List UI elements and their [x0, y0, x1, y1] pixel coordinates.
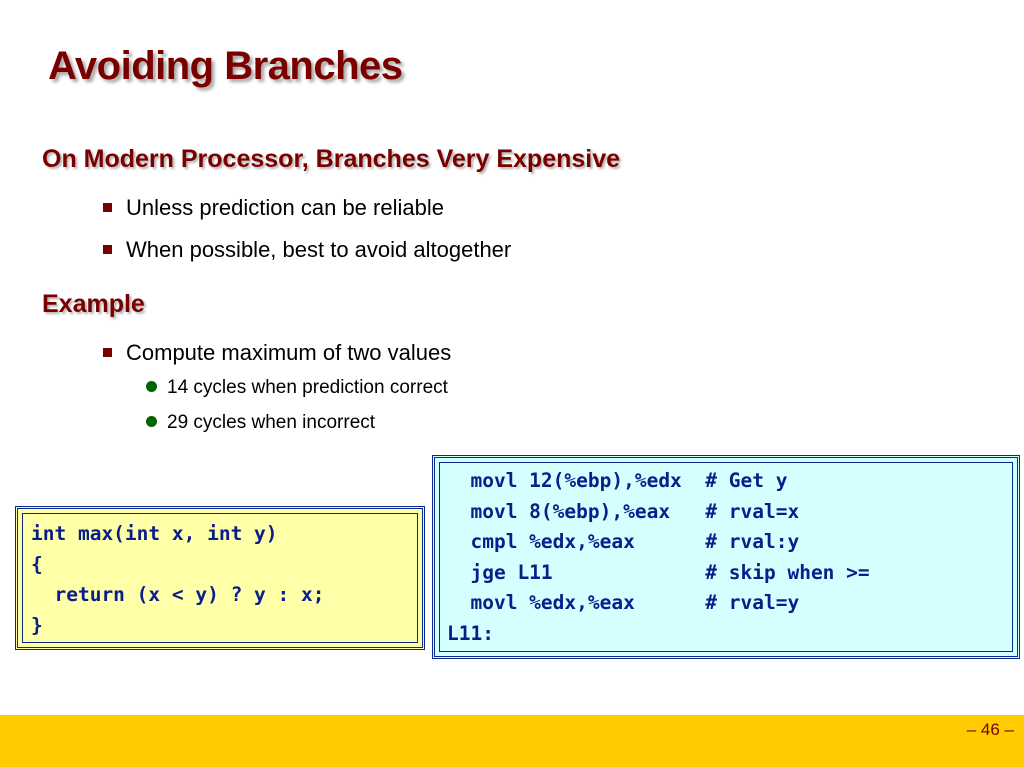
assembly-code: movl 12(%ebp),%edx # Get y movl 8(%ebp),…	[447, 469, 870, 645]
bullet-item: When possible, best to avoid altogether	[103, 237, 511, 263]
sub-bullet-text: 14 cycles when prediction correct	[167, 377, 448, 398]
bullet-item: Compute maximum of two values	[103, 340, 451, 366]
bullet-item: Unless prediction can be reliable	[103, 195, 444, 221]
square-bullet-icon	[103, 245, 112, 254]
section-heading-example: Example	[42, 290, 145, 318]
circle-bullet-icon	[146, 381, 157, 392]
section-heading-processor: On Modern Processor, Branches Very Expen…	[42, 145, 621, 173]
page-number: – 46 –	[966, 720, 1014, 739]
slide-title: Avoiding Branches	[48, 44, 403, 88]
square-bullet-icon	[103, 203, 112, 212]
c-code: int max(int x, int y) { return (x < y) ?…	[31, 522, 325, 637]
bullet-text: Unless prediction can be reliable	[126, 195, 444, 220]
sub-bullet-item: 14 cycles when prediction correct	[146, 377, 448, 399]
sub-bullet-text: 29 cycles when incorrect	[167, 412, 376, 433]
bullet-text: When possible, best to avoid altogether	[126, 237, 512, 262]
sub-bullet-item: 29 cycles when incorrect	[146, 412, 375, 434]
square-bullet-icon	[103, 348, 112, 357]
footer-bar	[0, 715, 1024, 767]
circle-bullet-icon	[146, 416, 157, 427]
assembly-code-box: movl 12(%ebp),%edx # Get y movl 8(%ebp),…	[432, 455, 1020, 659]
bullet-text: Compute maximum of two values	[126, 340, 452, 365]
c-code-box: int max(int x, int y) { return (x < y) ?…	[15, 506, 425, 650]
